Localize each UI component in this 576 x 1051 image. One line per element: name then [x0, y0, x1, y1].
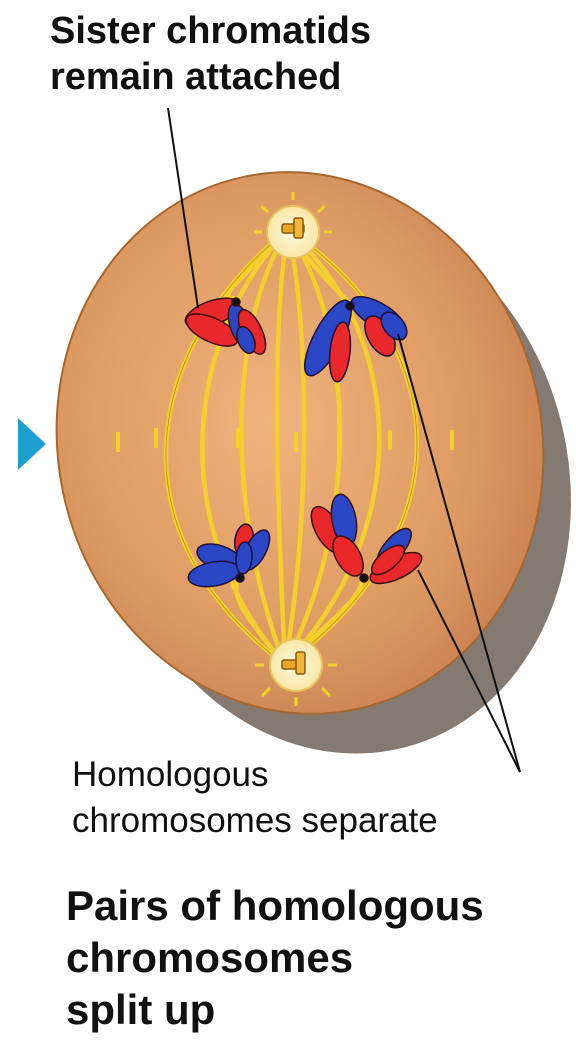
label-homologous-chromosomes: Homologous chromosomes separate: [72, 752, 438, 844]
pointer-arrow-icon: [18, 418, 46, 470]
caption: Pairs of homologous chromosomes split up: [66, 880, 484, 1036]
label-sister-chromatids: Sister chromatids remain attached: [50, 8, 371, 100]
